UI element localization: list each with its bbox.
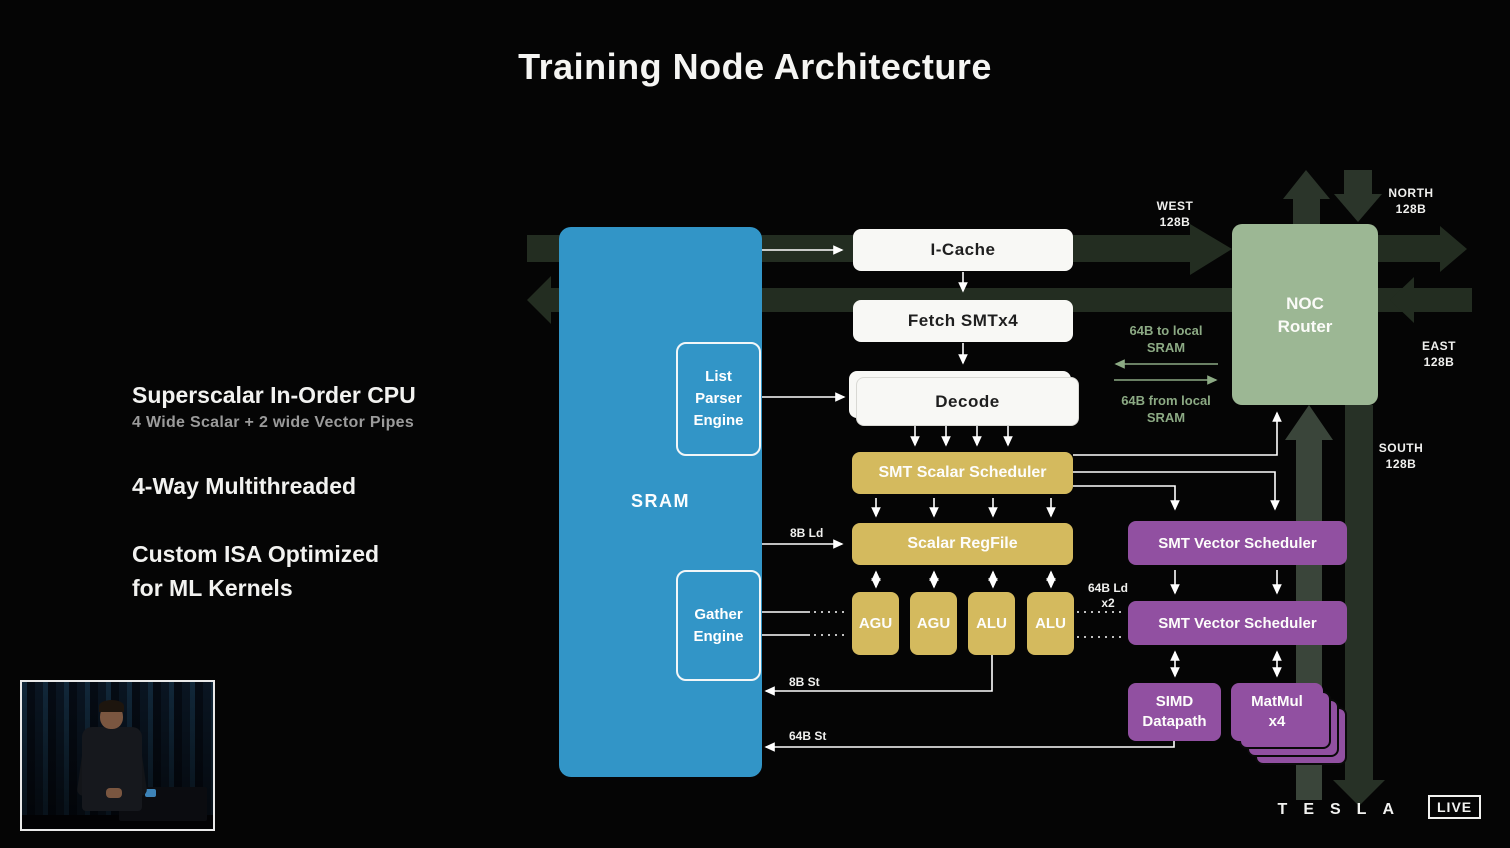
smt-vector-scheduler-2-block: SMT Vector Scheduler <box>1128 601 1347 645</box>
bus-north-out-arrow <box>1283 170 1330 230</box>
smt-scalar-scheduler-block: SMT Scalar Scheduler <box>852 452 1073 494</box>
cup-prop <box>145 789 156 797</box>
agu1-block: AGU <box>852 592 899 655</box>
bus-north-in-arrow <box>1334 170 1382 222</box>
bullet-custom-isa: Custom ISA Optimized for ML Kernels <box>132 541 380 601</box>
alu2-block: ALU <box>1027 592 1074 655</box>
east-bus-label: EAST 128B <box>1421 339 1456 369</box>
page-title: Training Node Architecture <box>518 46 992 87</box>
sram-block <box>559 227 762 777</box>
presenter-video <box>20 680 215 831</box>
8b-st-arrow <box>764 655 993 696</box>
presenter-hands <box>106 788 122 798</box>
local-sram-arrows <box>1114 359 1218 385</box>
bus-router-to-east-arrow <box>1350 226 1467 272</box>
list-parser-engine-block: List Parser Engine <box>676 342 761 456</box>
8b-ld-label: 8B Ld <box>790 526 824 540</box>
64b-ld-label: 64B Ld x2 <box>1087 581 1128 610</box>
sram-label: SRAM <box>631 491 690 511</box>
west-bus-label: WEST 128B <box>1156 199 1194 229</box>
bullet-superscalar-sub: 4 Wide Scalar + 2 wide Vector Pipes <box>132 414 415 431</box>
64b-st-arrow <box>764 741 1175 752</box>
live-badge: LIVE <box>1428 795 1482 819</box>
scalar-regfile-block: Scalar RegFile <box>852 523 1073 565</box>
64b-st-label: 64B St <box>789 729 827 743</box>
scheduler-to-noc-arrow <box>1073 411 1282 456</box>
decode-block: Decode <box>856 377 1079 426</box>
matmul-block: MatMul x4 <box>1231 683 1323 741</box>
bullet-multithreaded: 4-Way Multithreaded <box>132 473 357 499</box>
presenter-torso <box>82 727 142 811</box>
south-bus-label: SOUTH 128B <box>1378 441 1424 471</box>
bullet-superscalar: Superscalar In-Order CPU <box>132 382 416 408</box>
smt-vector-scheduler-1-block: SMT Vector Scheduler <box>1128 521 1347 565</box>
datapath-connectors <box>757 245 1282 752</box>
tesla-logo: TESLA <box>1277 801 1410 818</box>
simd-datapath-block: SIMD Datapath <box>1128 683 1221 741</box>
noc-router-block: NOC Router <box>1232 224 1378 405</box>
gather-engine-block: Gather Engine <box>676 570 761 681</box>
bus-east-in-arrowhead <box>1390 277 1414 323</box>
64b-to-local-sram-label: 64B to local SRAM <box>1129 323 1203 355</box>
icache-block: I-Cache <box>853 229 1073 271</box>
north-bus-label: NORTH 128B <box>1388 186 1434 216</box>
agu2-block: AGU <box>910 592 957 655</box>
alu1-block: ALU <box>968 592 1015 655</box>
fetch-block: Fetch SMTx4 <box>853 300 1073 342</box>
8b-st-label: 8B St <box>789 675 820 689</box>
64b-from-local-sram-label: 64B from local SRAM <box>1121 393 1211 425</box>
presenter-hair <box>99 700 124 712</box>
bus-router-to-south-arrow <box>1333 405 1385 806</box>
